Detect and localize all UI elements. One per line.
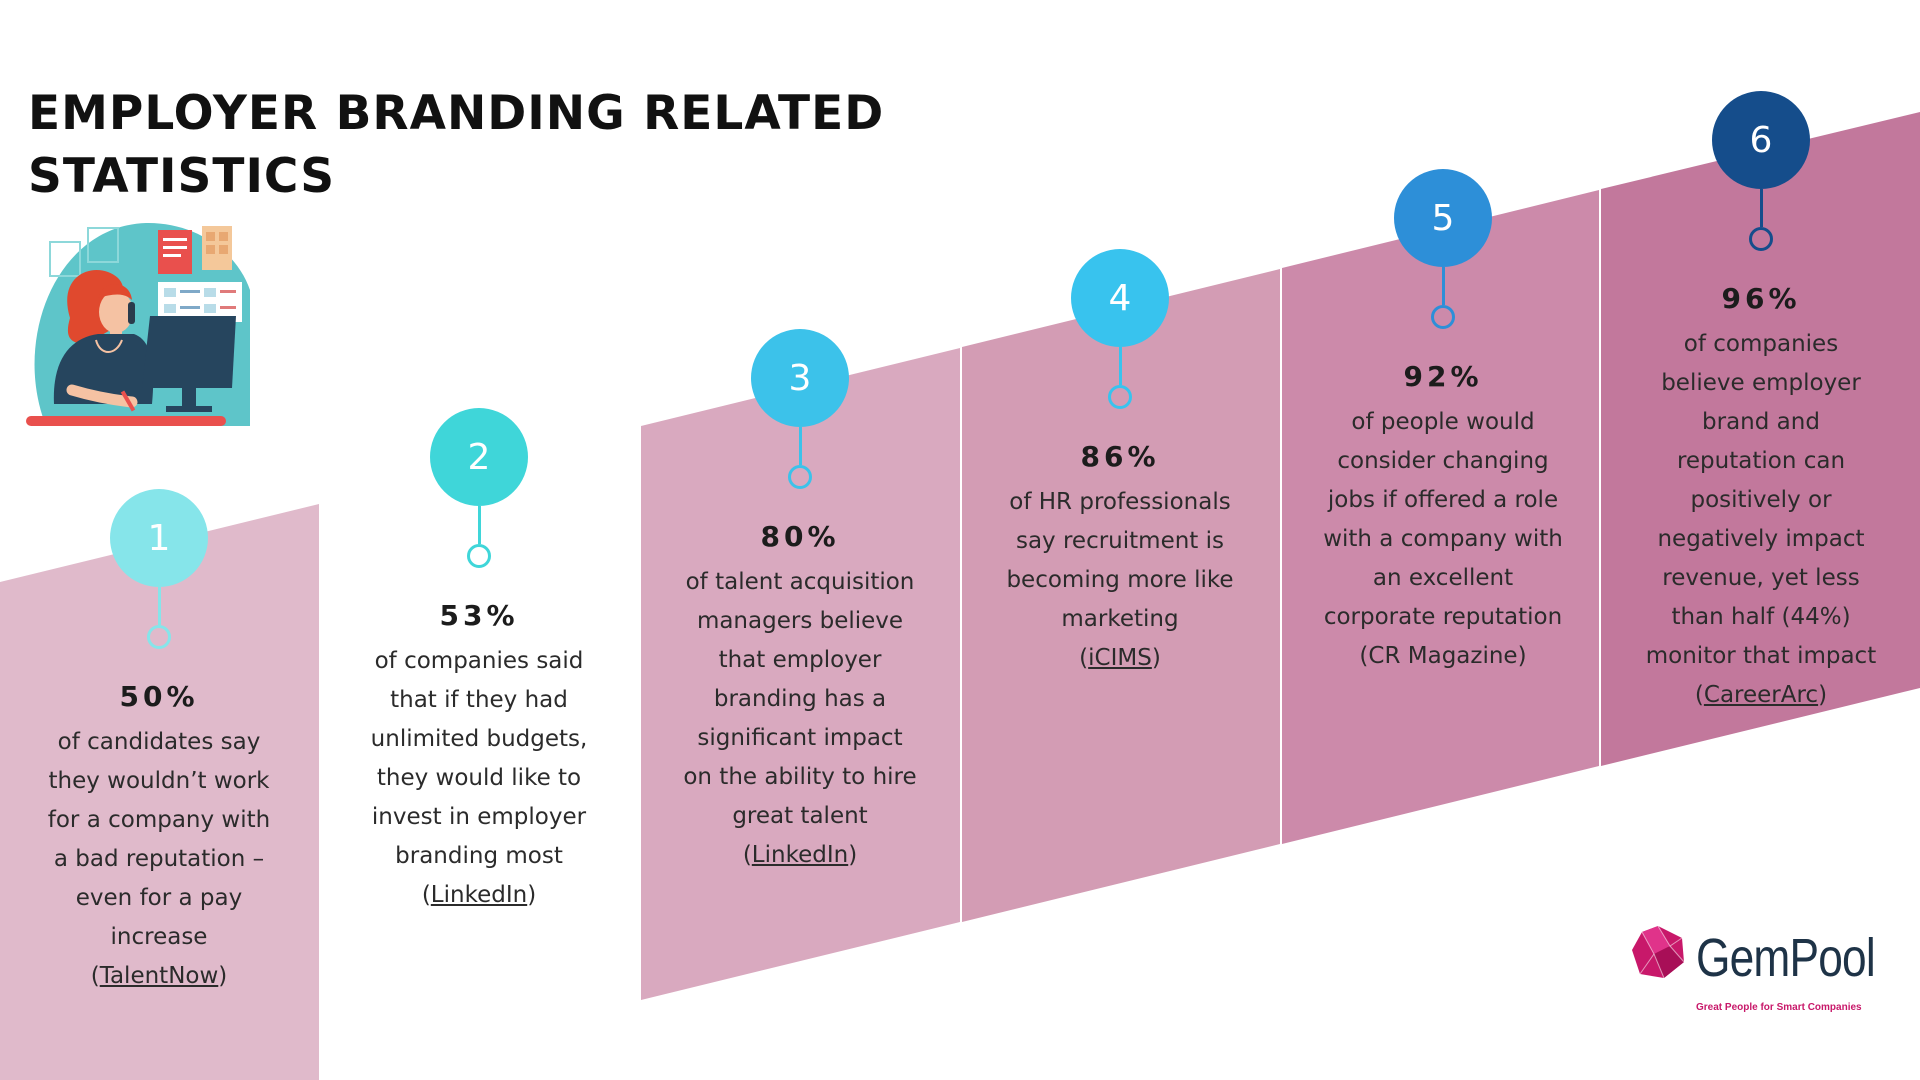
- stat-description: of talent acquisition managers believe t…: [683, 569, 917, 829]
- stat-percent: 53%: [439, 599, 519, 632]
- step-number-5: 5: [1394, 169, 1492, 267]
- stat-description: of people would consider changing jobs i…: [1323, 409, 1563, 630]
- stat-item-3: 3 80% of talent acquisition managers bel…: [670, 329, 930, 875]
- connector-line: [477, 506, 481, 544]
- step-number-2: 2: [430, 408, 528, 506]
- source-close-paren: ): [218, 963, 228, 989]
- stat-source: (CR Magazine): [1313, 637, 1573, 676]
- source-close-paren: ): [527, 882, 537, 908]
- step-number-4: 4: [1071, 249, 1169, 347]
- connector-ring: [1749, 227, 1773, 251]
- logo-name: GemPool: [1696, 928, 1876, 988]
- panel-1: [0, 504, 319, 1080]
- step-number-6: 6: [1712, 91, 1810, 189]
- gempool-logo: GemPool Great People for Smart Companies: [1630, 920, 1900, 1020]
- connector-line: [1759, 189, 1763, 227]
- connector-line: [1118, 347, 1122, 385]
- connector-ring: [1431, 305, 1455, 329]
- stat-source: (LinkedIn): [349, 876, 609, 915]
- woman-at-desk-illustration: [26, 222, 250, 426]
- step-number-1: 1: [110, 489, 208, 587]
- stat-item-6: 6 96% of companies believe employer bran…: [1631, 91, 1891, 715]
- stat-percent: 96%: [1721, 282, 1801, 315]
- source-open-paren: (: [90, 963, 100, 989]
- step-number-3: 3: [751, 329, 849, 427]
- panel-6: [1601, 112, 1920, 766]
- source-close-paren: ): [1517, 643, 1527, 669]
- connector-line: [1441, 267, 1445, 305]
- logo-tagline: Great People for Smart Companies: [1696, 1002, 1862, 1013]
- connector-ring: [788, 465, 812, 489]
- connector-ring: [1108, 385, 1132, 409]
- stat-source: (CareerArc): [1631, 676, 1891, 715]
- source-open-paren: (: [1079, 645, 1089, 671]
- source-open-paren: (: [1359, 643, 1369, 669]
- gem-icon: [1632, 925, 1685, 979]
- source-open-paren: (: [421, 882, 431, 908]
- source-open-paren: (: [1694, 682, 1704, 708]
- stat-source: (LinkedIn): [670, 836, 930, 875]
- source-close-paren: ): [1151, 645, 1161, 671]
- stat-description: of companies believe employer brand and …: [1645, 331, 1877, 669]
- source-close-paren: ): [848, 842, 858, 868]
- source-close-paren: ): [1818, 682, 1828, 708]
- panel-3: [641, 348, 960, 1000]
- source-link-talentnow[interactable]: TalentNow: [99, 963, 219, 989]
- connector-ring: [467, 544, 491, 568]
- source-name: CR Magazine: [1368, 643, 1518, 669]
- stat-description: of companies said that if they had unlim…: [370, 648, 588, 869]
- stat-item-1: 1 50% of candidates say they wouldn’t wo…: [29, 489, 289, 996]
- stat-item-4: 4 86% of HR professionals say recruitmen…: [990, 249, 1250, 678]
- connector-ring: [147, 625, 171, 649]
- stat-source: (TalentNow): [29, 957, 289, 996]
- stat-item-2: 2 53% of companies said that if they had…: [349, 408, 609, 915]
- source-link-careerarc[interactable]: CareerArc: [1703, 682, 1819, 708]
- stat-percent: 92%: [1403, 360, 1483, 393]
- stat-source: (iCIMS): [990, 639, 1250, 678]
- stat-percent: 80%: [760, 520, 840, 553]
- source-link-icims[interactable]: iCIMS: [1088, 645, 1152, 671]
- stat-percent: 86%: [1080, 440, 1160, 473]
- source-link-linkedin[interactable]: LinkedIn: [430, 882, 528, 908]
- stat-item-5: 5 92% of people would consider changing …: [1313, 169, 1573, 676]
- source-link-linkedin[interactable]: LinkedIn: [751, 842, 849, 868]
- stat-description: of HR professionals say recruitment is b…: [1006, 489, 1234, 632]
- panel-4: [962, 269, 1280, 922]
- connector-line: [157, 587, 161, 625]
- source-open-paren: (: [742, 842, 752, 868]
- page-title: EMPLOYER BRANDING RELATED STATISTICS: [28, 86, 885, 204]
- connector-line: [798, 427, 802, 465]
- stat-description: of candidates say they wouldn’t work for…: [47, 729, 271, 950]
- panel-5: [1282, 190, 1599, 844]
- stat-percent: 50%: [119, 680, 199, 713]
